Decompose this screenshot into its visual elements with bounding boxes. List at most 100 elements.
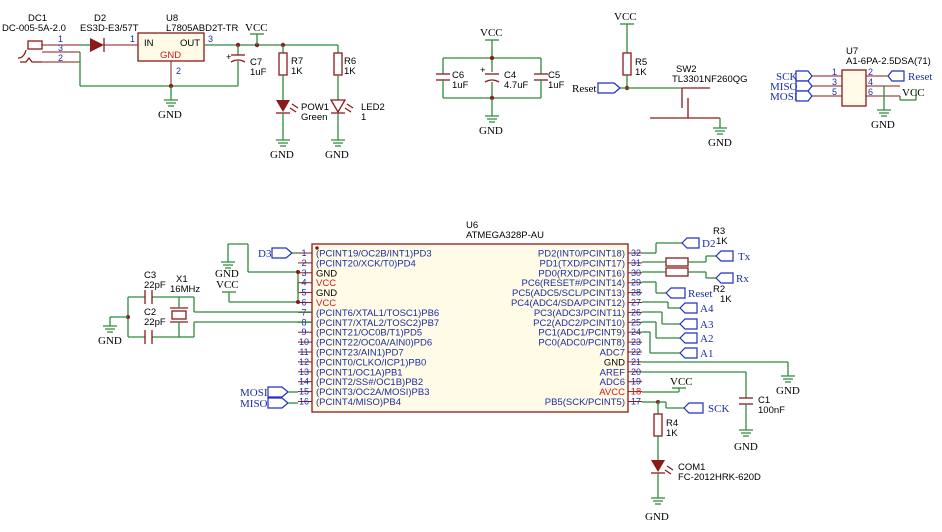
mosi-flag-u7[interactable] bbox=[795, 90, 813, 102]
r2-value: 1K bbox=[720, 294, 732, 305]
sck-flag-u7[interactable] bbox=[795, 70, 813, 82]
u6-pin-number-26: 26 bbox=[631, 307, 641, 317]
u6-pin-number-24: 24 bbox=[631, 327, 641, 337]
x1-crystal[interactable] bbox=[170, 307, 188, 323]
com1-led[interactable] bbox=[651, 460, 665, 472]
u6-pin-number-5: 5 bbox=[301, 288, 306, 298]
c2-ref: C2 bbox=[144, 307, 156, 318]
c2-value: 22pF bbox=[144, 317, 166, 328]
u6-pin-label-13: (PCINT1/OC1A)PB1 bbox=[316, 367, 403, 378]
mosi-flag-label: MOSI bbox=[240, 387, 268, 399]
u6-ref: U6 bbox=[466, 220, 478, 231]
tx-flag[interactable] bbox=[715, 250, 734, 262]
dc1-value: DC-005-5A-2.0 bbox=[2, 23, 66, 34]
a2-flag-label: A2 bbox=[700, 333, 713, 345]
c3-capacitor[interactable] bbox=[144, 290, 153, 304]
sck-flag-label: SCK bbox=[708, 403, 729, 415]
u6-pin-label-23: PC0(ADC0/PCINT8) bbox=[538, 338, 625, 349]
r4-value: 1K bbox=[666, 428, 678, 439]
pow1-led[interactable] bbox=[276, 100, 290, 112]
rx-flag[interactable] bbox=[715, 272, 734, 284]
u6-pin-label-8: (PCINT7/XTAL2/TOSC2)PB7 bbox=[316, 318, 439, 329]
c5-capacitor[interactable] bbox=[534, 73, 548, 81]
c4-capacitor[interactable] bbox=[484, 73, 500, 83]
c5-value: 1uF bbox=[548, 80, 565, 91]
r6-resistor[interactable] bbox=[333, 52, 343, 76]
u6-pin-label-12: (PCINT0/CLKO/ICP1)PB0 bbox=[316, 357, 426, 368]
mosi-flag[interactable] bbox=[267, 386, 289, 398]
u6-pin-label-16: (PCINT4/MISO)PB4 bbox=[316, 397, 401, 408]
dc1-pin-3: 3 bbox=[58, 43, 63, 53]
rx-flag-label: Rx bbox=[736, 273, 749, 285]
dc1-pin-2: 2 bbox=[58, 53, 63, 63]
c6-ref: C6 bbox=[452, 70, 464, 81]
r7-resistor[interactable] bbox=[278, 52, 288, 76]
d2-flag[interactable] bbox=[681, 237, 700, 249]
gnd-label-9: GND bbox=[734, 441, 758, 453]
a2-flag[interactable] bbox=[679, 332, 698, 344]
vcc-label-5: VCC bbox=[670, 376, 693, 388]
u6-pin-label-1: (PCINT19/OC2B/INT1)PD3 bbox=[316, 249, 432, 260]
a3-flag[interactable] bbox=[679, 318, 698, 330]
u6-pin-label-15: (PCINT3/OC2A/MOSI)PB3 bbox=[316, 387, 430, 398]
reset-flag-u7[interactable] bbox=[887, 70, 905, 82]
u6-pin-number-20: 20 bbox=[631, 367, 641, 377]
u7-pin-1: 1 bbox=[832, 67, 837, 77]
gnd-label-5: GND bbox=[708, 137, 732, 149]
u6-pin-number-1: 1 bbox=[301, 248, 306, 258]
u8-in-label: IN bbox=[144, 38, 154, 49]
miso-flag-u7[interactable] bbox=[795, 80, 813, 92]
u6-pin-number-28: 28 bbox=[631, 288, 641, 298]
dc1-pin-1: 1 bbox=[58, 34, 63, 44]
gnd-label-8: GND bbox=[776, 385, 800, 397]
dc1-jack[interactable] bbox=[17, 40, 80, 63]
u6-pin-label-19: ADC6 bbox=[600, 377, 625, 388]
u6-pin-number-15: 15 bbox=[299, 387, 309, 397]
gnd-label-3: GND bbox=[325, 149, 349, 161]
r5-resistor[interactable] bbox=[622, 52, 632, 76]
c1-capacitor[interactable] bbox=[739, 397, 753, 405]
u7-pin-2: 2 bbox=[868, 67, 873, 77]
u6-pin-number-19: 19 bbox=[631, 377, 641, 387]
u6-pin-label-22: ADC7 bbox=[600, 348, 625, 359]
u8-out-label: OUT bbox=[180, 38, 200, 49]
r2-resistor[interactable] bbox=[665, 267, 689, 277]
reset-flag-mcu[interactable] bbox=[665, 287, 686, 299]
u6-pin-number-18: 18 bbox=[631, 387, 642, 398]
u6-pin-label-32: PD2(INT0/PCINT18) bbox=[538, 249, 625, 260]
d2-diode[interactable] bbox=[80, 38, 138, 52]
sck-flag[interactable] bbox=[683, 402, 704, 414]
u6-pin-number-29: 29 bbox=[631, 278, 641, 288]
u6-pin-number-9: 9 bbox=[301, 327, 306, 337]
vcc-label-2: VCC bbox=[480, 27, 503, 39]
miso-flag[interactable] bbox=[267, 397, 289, 409]
u7-value: A1-6PA-2.5DSA(71) bbox=[846, 56, 931, 67]
r3-value: 1K bbox=[716, 236, 728, 247]
u7-isp-header[interactable] bbox=[841, 69, 867, 107]
reset-flag-label: Reset bbox=[572, 83, 596, 95]
u6-pin-label-31: PD1(TXD/PCINT17) bbox=[539, 258, 625, 269]
u8-regulator[interactable] bbox=[137, 32, 205, 62]
c2-capacitor[interactable] bbox=[144, 330, 153, 344]
sw2-switch[interactable] bbox=[650, 87, 720, 119]
led2-led[interactable] bbox=[329, 99, 347, 114]
d3-flag[interactable] bbox=[271, 247, 293, 259]
tx-flag-label: Tx bbox=[738, 251, 751, 263]
u6-pin-label-27: PC4(ADC4/SDA/PCINT12) bbox=[511, 298, 625, 309]
c1-ref: C1 bbox=[758, 395, 770, 406]
u6-mcu[interactable] bbox=[311, 243, 629, 413]
a1-flag[interactable] bbox=[679, 347, 698, 359]
a1-flag-label: A1 bbox=[700, 348, 713, 360]
u8-gnd-label: GND bbox=[160, 50, 181, 61]
u8-pin-gnd: 2 bbox=[176, 66, 181, 76]
a4-flag[interactable] bbox=[679, 302, 698, 314]
r3-resistor[interactable] bbox=[665, 257, 689, 267]
r4-resistor[interactable] bbox=[653, 413, 663, 437]
c6-capacitor[interactable] bbox=[436, 73, 450, 81]
reset-flag[interactable] bbox=[597, 82, 621, 94]
u6-pin-number-6: 6 bbox=[301, 298, 306, 308]
u7-right-reset: Reset bbox=[908, 71, 932, 83]
u6-pin-label-6: VCC bbox=[316, 298, 336, 309]
u7-left-miso: MISO bbox=[770, 81, 798, 93]
gnd-label-4: GND bbox=[479, 125, 503, 137]
